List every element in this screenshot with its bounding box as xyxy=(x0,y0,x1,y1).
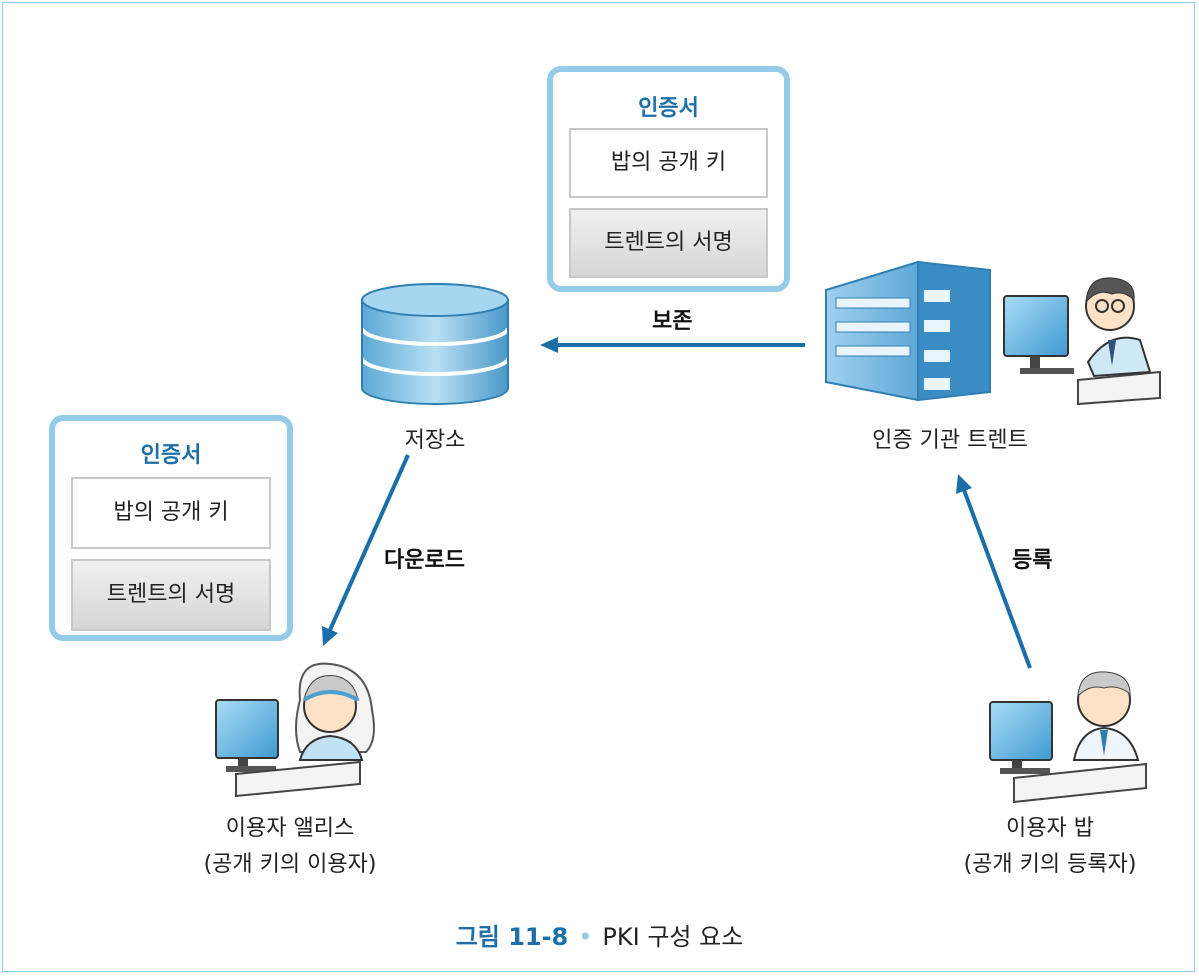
certificate-left: 인증서 밥의 공개 키 트렌트의 서명 xyxy=(49,415,293,641)
ca-operator-icon xyxy=(1003,277,1161,406)
bob-label: 이용자 밥 xyxy=(1006,816,1094,841)
signature-field: 트렌트의 서명 xyxy=(71,559,271,631)
alice-sublabel: (공개 키의 이용자) xyxy=(203,852,377,877)
bob-icon xyxy=(989,671,1147,804)
figure-title: PKI 구성 요소 xyxy=(602,923,744,951)
alice-label: 이용자 앨리스 xyxy=(225,816,355,841)
certificate-title: 인증서 xyxy=(140,443,202,468)
certificate-title: 인증서 xyxy=(638,96,699,121)
ca-label: 인증 기관 트렌트 xyxy=(872,428,1028,453)
repository-label: 저장소 xyxy=(404,428,466,453)
caption-separator: • xyxy=(578,923,593,951)
alice-icon xyxy=(215,662,375,798)
certificate-top: 인증서 밥의 공개 키 트렌트의 서명 xyxy=(547,66,790,292)
database-icon xyxy=(360,283,510,405)
register-arrow-label: 등록 xyxy=(1012,548,1053,573)
figure-caption: 그림 11-8 • PKI 구성 요소 xyxy=(0,917,1199,952)
public-key-field: 밥의 공개 키 xyxy=(569,128,768,198)
arrow-register xyxy=(956,474,1032,669)
figure-number: 그림 11-8 xyxy=(455,923,569,951)
arrow-download xyxy=(322,454,410,646)
download-arrow-label: 다운로드 xyxy=(384,548,465,573)
arrow-store xyxy=(540,337,805,353)
store-arrow-label: 보존 xyxy=(652,309,693,334)
bob-sublabel: (공개 키의 등록자) xyxy=(963,852,1137,877)
public-key-field: 밥의 공개 키 xyxy=(71,477,271,549)
signature-field: 트렌트의 서명 xyxy=(569,208,768,278)
building-icon xyxy=(825,260,991,402)
